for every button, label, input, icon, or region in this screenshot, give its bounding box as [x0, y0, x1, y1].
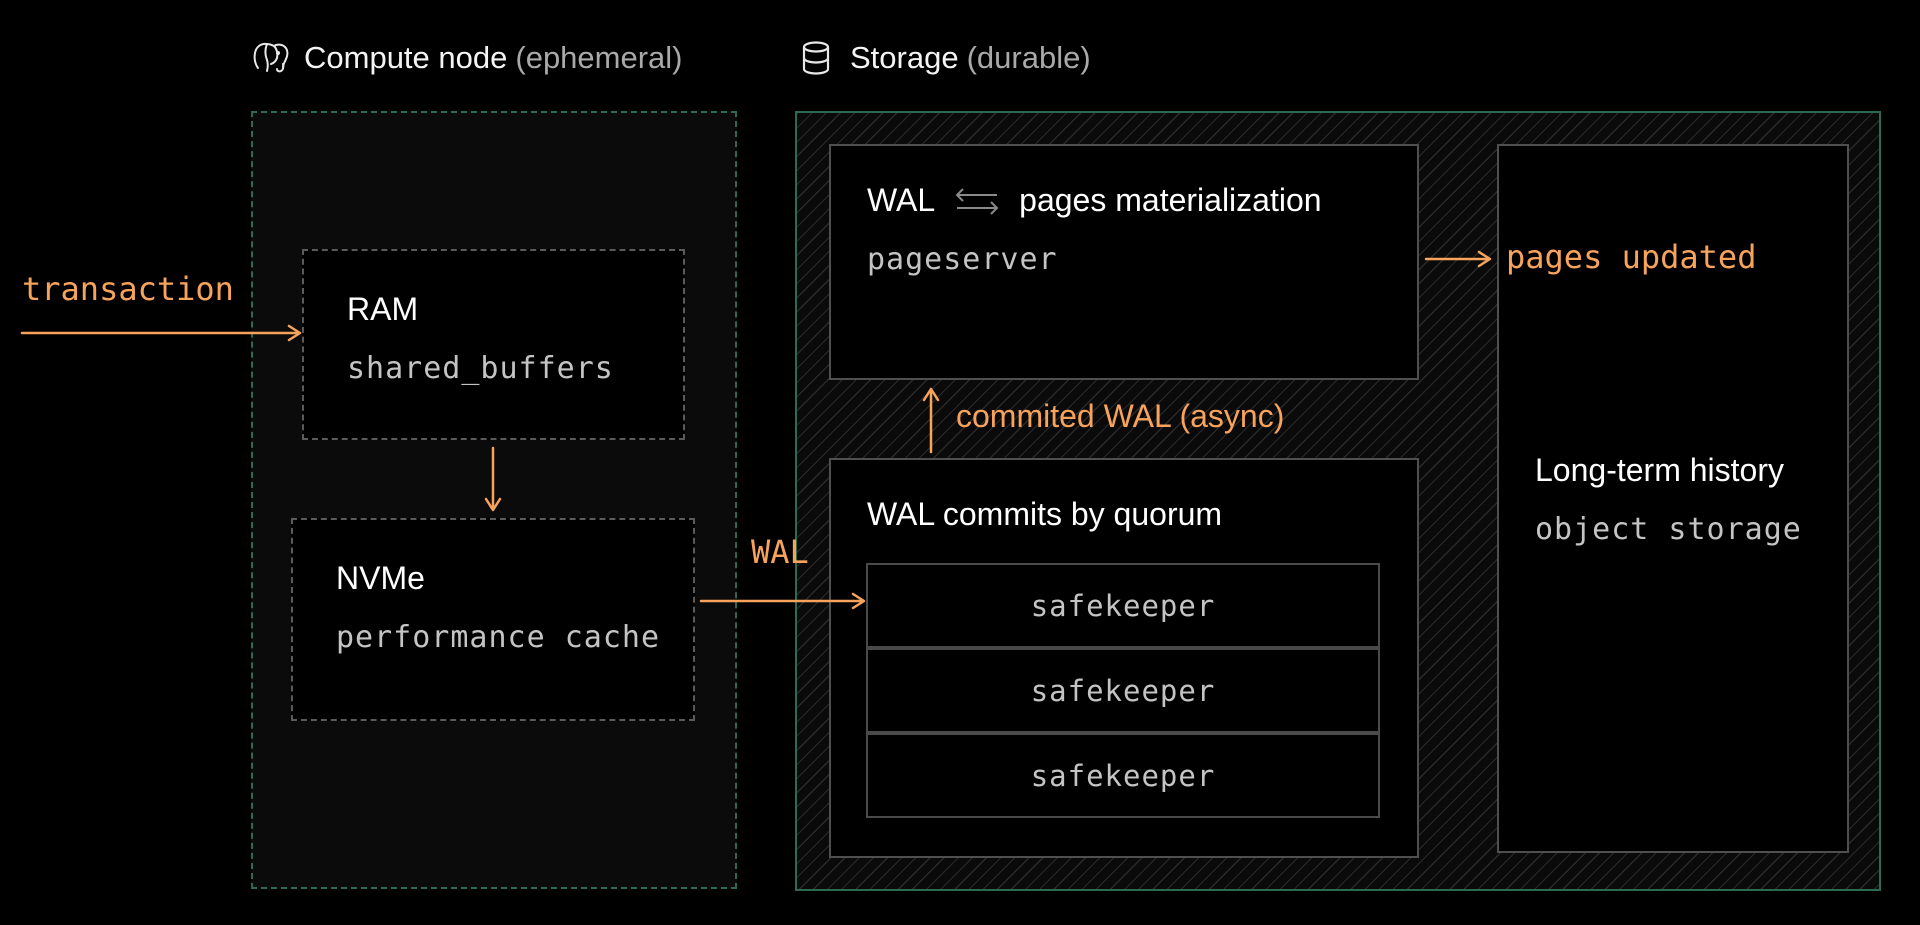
history-title: Long-term history: [1535, 452, 1784, 488]
compute-node-container: [251, 111, 737, 889]
postgres-elephant-icon: [253, 42, 289, 73]
pageserver-title-pages: pages materialization: [1019, 182, 1322, 218]
nvme-box: NVMe performance cache: [291, 518, 695, 721]
history-subtitle: object storage: [1535, 512, 1802, 547]
storage-header: Storage (durable): [796, 38, 1091, 78]
nvme-subtitle: performance cache: [336, 620, 661, 655]
bidirectional-arrows-icon: [955, 187, 999, 215]
database-icon: [802, 41, 830, 75]
safekeeper-1: safekeeper: [866, 563, 1380, 648]
pageserver-title-wal: WAL: [867, 182, 936, 218]
wal-flow-label: WAL: [751, 533, 809, 571]
ram-title: RAM: [347, 291, 419, 327]
pages-updated-label: pages updated: [1506, 238, 1757, 276]
storage-qualifier: (durable): [966, 40, 1091, 75]
wal-quorum-title: WAL commits by quorum: [867, 496, 1223, 532]
compute-node-qualifier: (ephemeral): [515, 40, 683, 75]
pageserver-title: WAL pages materialization: [867, 182, 1322, 219]
storage-title: Storage: [850, 40, 959, 75]
compute-node-title: Compute node: [304, 40, 508, 75]
safekeeper-2: safekeeper: [866, 648, 1380, 733]
compute-node-header: Compute node (ephemeral): [250, 38, 683, 78]
history-box: Long-term history object storage: [1497, 144, 1849, 853]
pageserver-box: WAL pages materialization pageserver: [829, 144, 1419, 380]
pageserver-subtitle: pageserver: [867, 242, 1058, 277]
committed-wal-label: commited WAL (async): [956, 398, 1285, 434]
nvme-title: NVMe: [336, 560, 425, 596]
safekeeper-3: safekeeper: [866, 733, 1380, 818]
transaction-label: transaction: [22, 270, 234, 308]
ram-box: RAM shared_buffers: [302, 249, 685, 440]
ram-subtitle: shared_buffers: [347, 351, 614, 386]
